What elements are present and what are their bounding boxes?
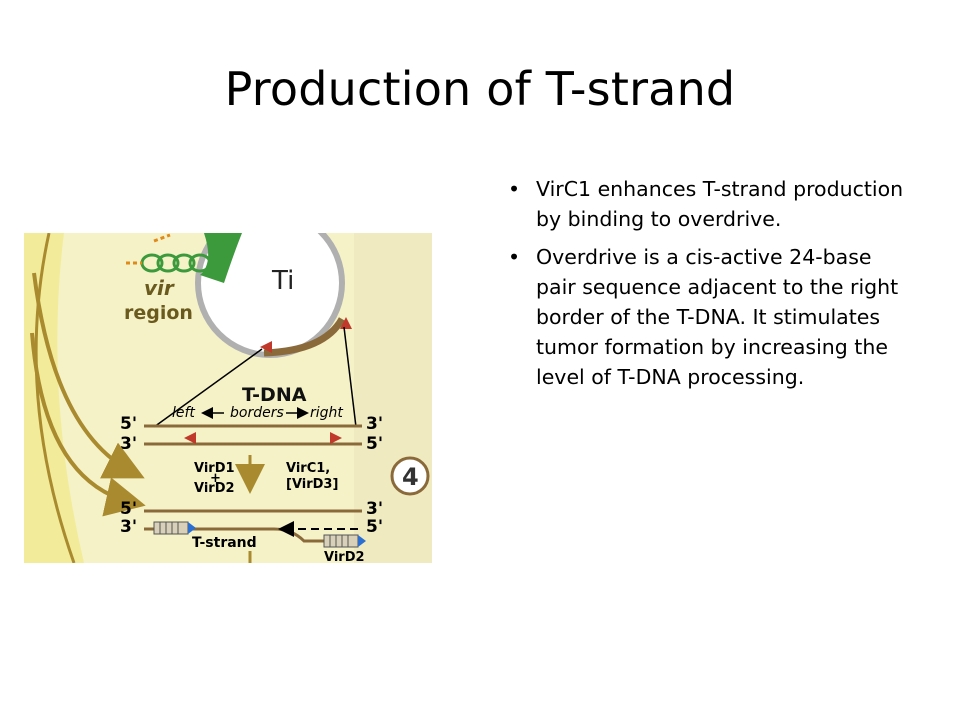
three-prime-top-right: 3' [366, 414, 383, 434]
three-prime-bottom-right: 3' [366, 499, 383, 519]
green-vir-segment [200, 233, 242, 283]
faint-text-area [354, 233, 432, 563]
curved-arrow-upper [32, 272, 145, 479]
three-prime-top-left: 3' [120, 434, 137, 454]
t-strand-diagram: Ti vir region T-DNA 5' 3' 3' 5' left bor… [24, 233, 432, 563]
tdna-label: T-DNA [242, 384, 307, 406]
orange-dashes [126, 233, 171, 265]
bullet-item: • VirC1 enhances T-strand production by … [508, 174, 908, 234]
borders-label: borders [230, 405, 284, 421]
bullet-text: VirC1 enhances T-strand production by bi… [536, 177, 904, 231]
bullet-item: • Overdrive is a cis-active 24-base pair… [508, 242, 908, 392]
virC1-label: VirC1, [286, 461, 330, 476]
left-border-mark [184, 432, 196, 444]
right-label: right [310, 405, 343, 421]
step-circle [390, 456, 430, 496]
bullet-text: Overdrive is a cis-active 24-base pair s… [536, 245, 899, 389]
bullet-dot: • [508, 177, 521, 201]
cell-wall-arc [34, 233, 76, 563]
five-prime-top-left: 5' [120, 414, 137, 434]
ti-label: Ti [271, 266, 294, 296]
border-triangle-left [260, 341, 272, 353]
plus-label: + [210, 471, 221, 486]
virD2-bottom-label: VirD2 [324, 550, 365, 563]
vir-coil [140, 253, 212, 273]
right-border-mark [330, 432, 342, 444]
virD1-label: VirD1 [194, 461, 235, 476]
hatched-box-left [153, 521, 196, 535]
border-triangle-right [340, 317, 352, 329]
region-label: region [124, 302, 193, 324]
three-prime-bottom-left: 3' [120, 517, 137, 537]
converge-line-right [343, 326, 357, 428]
tdna-segment [263, 317, 346, 357]
slide-title: Production of T-strand [224, 62, 736, 116]
virD3-label: [VirD3] [286, 477, 338, 492]
virD2-label: VirD2 [194, 481, 235, 496]
tstrand-label: T-strand [192, 535, 257, 551]
bullet-list: • VirC1 enhances T-strand production by … [508, 174, 908, 400]
five-prime-top-right: 5' [366, 434, 383, 454]
five-prime-bottom-left: 5' [120, 499, 137, 519]
step-number: 4 [402, 463, 419, 491]
converge-line-left [153, 348, 263, 428]
bullet-dot: • [508, 245, 521, 269]
vir-label: vir [144, 276, 175, 300]
left-label: left [172, 405, 195, 421]
hatched-box-right [323, 534, 366, 548]
curved-arrow-lower [30, 332, 146, 517]
five-prime-bottom-right: 5' [366, 517, 383, 537]
